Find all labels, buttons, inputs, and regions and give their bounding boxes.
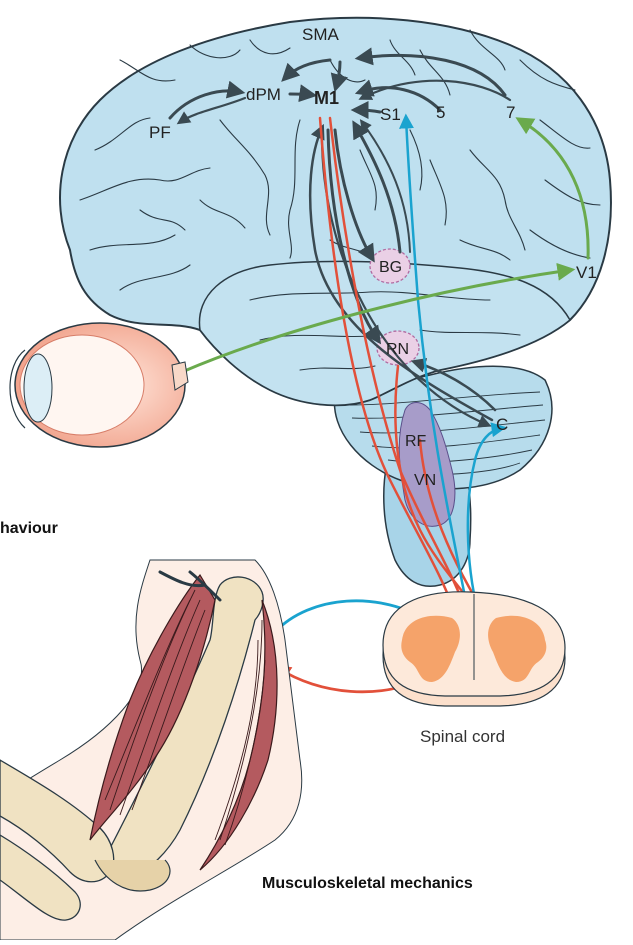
label-dpm: dPM [246, 85, 281, 104]
label-c: C [496, 415, 508, 434]
lens [24, 354, 52, 422]
arm [0, 560, 302, 940]
label-sma: SMA [302, 25, 340, 44]
label-area7: 7 [506, 103, 515, 122]
label-bg: BG [379, 259, 402, 276]
label-musculoskeletal: Musculoskeletal mechanics [262, 875, 473, 892]
label-m1: M1 [314, 88, 339, 108]
label-vn: VN [414, 472, 436, 489]
label-rf: RF [405, 433, 427, 450]
label-area5: 5 [436, 103, 445, 122]
label-behaviour: haviour [0, 520, 58, 537]
label-spinal-cord: Spinal cord [420, 727, 505, 746]
arrow-dpm-m1 [290, 94, 312, 95]
label-pf: PF [149, 123, 171, 142]
label-s1: S1 [380, 105, 401, 124]
eye [10, 323, 188, 447]
label-v1: V1 [576, 263, 597, 282]
label-rn: RN [386, 341, 409, 358]
spinal-cord: Spinal cord [383, 592, 565, 746]
